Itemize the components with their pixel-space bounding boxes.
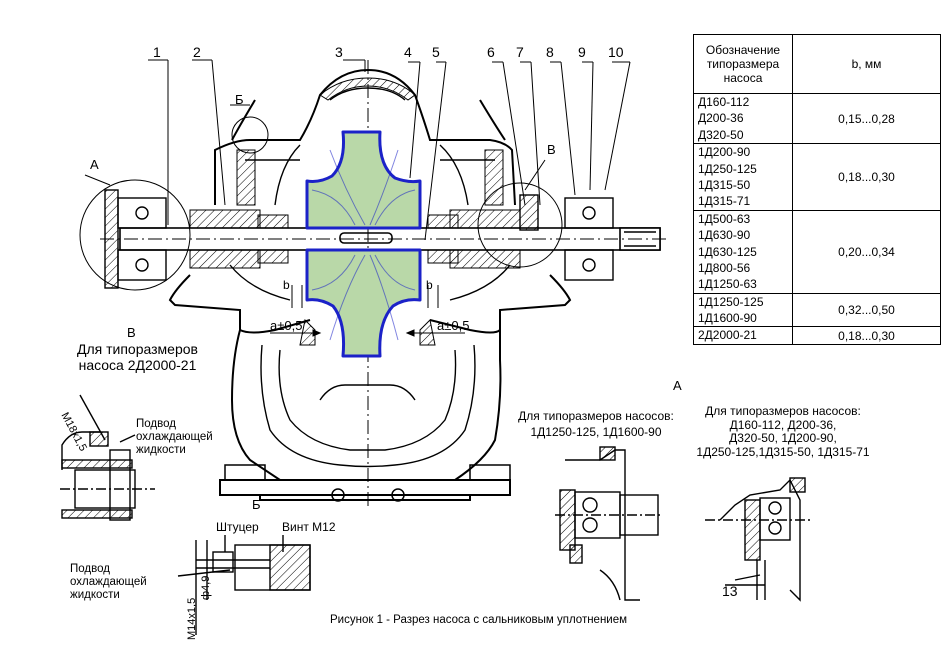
pump-size: 1Д315-71 (698, 194, 751, 209)
pump-size: 1Д1250-125 (698, 294, 764, 309)
table-cell-sizes: 2Д2000-21 (693, 326, 793, 345)
coolant-label-2: Подвод охлаждающей жидкости (70, 563, 147, 601)
callout-13: 13 (722, 583, 738, 599)
screw-label: Винт М12 (282, 520, 336, 534)
base-feet (224, 464, 511, 502)
view-b-title: Б (252, 497, 261, 512)
left-gland (189, 209, 289, 269)
view-a-title: А (673, 378, 682, 393)
pump-size: 1Д630-90 (698, 228, 751, 243)
casing-walls-hatched (236, 77, 504, 346)
callout-9: 9 (578, 44, 586, 60)
callout-8: 8 (546, 44, 554, 60)
clearance-table: Обозначение типоразмера насоса b, мм Д16… (693, 34, 941, 345)
pump-size: Д200-36 (698, 111, 744, 126)
pump-size: Д320-50 (698, 127, 744, 142)
dimension-lines (270, 285, 465, 337)
callout-2: 2 (193, 44, 201, 60)
mid-detail-caption: Для типоразмеров насосов: 1Д1250-125, 1Д… (518, 409, 674, 439)
view-letter-b: Б (235, 92, 244, 107)
table-cell-b: 0,15...0,28 (792, 92, 941, 145)
table-row: 2Д2000-21 0,18...0,30 (693, 326, 941, 345)
callout-10: 10 (608, 44, 624, 60)
pump-size: 1Д315-50 (698, 177, 751, 192)
table-cell-b: 0,32...0,50 (792, 292, 941, 328)
table-header-size: Обозначение типоразмера насоса (693, 34, 793, 94)
callout-3: 3 (335, 44, 343, 60)
callout-7: 7 (516, 44, 524, 60)
table-cell-b: 0,18...0,30 (792, 143, 941, 211)
pump-size: Д160-112 (698, 95, 750, 109)
detail-mid (555, 446, 660, 601)
view-v-caption: Для типоразмеров насоса 2Д2000-21 (77, 341, 198, 373)
pump-size: 1Д630-125 (698, 244, 757, 259)
impeller (305, 130, 422, 358)
detail-a (705, 477, 810, 602)
fitting-label: Штуцер (216, 520, 259, 534)
callout-4: 4 (404, 44, 412, 60)
pump-casing (168, 68, 572, 501)
table-cell-b: 0,20...0,34 (792, 209, 941, 294)
callout-6: 6 (487, 44, 495, 60)
pump-size: 1Д800-56 (698, 260, 751, 275)
dim-a-left: a±0,5 (270, 318, 303, 333)
table-row: 1Д1250-125 1Д1600-90 0,32...0,50 (693, 292, 941, 328)
view-letter-a: А (90, 157, 99, 172)
view-circles (79, 116, 563, 291)
table-cell-sizes: 1Д1250-125 1Д1600-90 (693, 292, 793, 328)
callout-leaders (84, 59, 631, 241)
figure-caption: Рисунок 1 - Разрез насоса с сальниковым … (330, 614, 628, 626)
coolant-label-1: Подвод охлаждающей жидкости (136, 418, 213, 456)
view-letter-v: В (547, 142, 556, 157)
detail-v (60, 394, 155, 521)
dim-b-right: b (426, 278, 433, 292)
pump-size: 1Д1250-63 (698, 277, 757, 292)
pump-size: 1Д1600-90 (698, 311, 757, 326)
pump-size: 1Д200-90 (698, 145, 751, 160)
table-header-b: b, мм (792, 34, 941, 94)
right-detail-caption: Для типоразмеров насосов: Д160-112, Д200… (696, 404, 870, 459)
callout-1: 1 (153, 44, 161, 60)
impeller-blades (311, 149, 416, 341)
pump-size: 2Д2000-21 (698, 328, 757, 343)
pump-size: 1Д250-125 (698, 161, 757, 176)
callout-5: 5 (432, 44, 440, 60)
table-cell-b: 0,18...0,30 (792, 326, 941, 345)
view-v-title: В (127, 325, 136, 340)
dim-a-right: a±0,5 (437, 318, 470, 333)
detail-b (177, 535, 311, 635)
dim-b-left: b (283, 278, 290, 292)
pump-size: 1Д500-63 (698, 211, 751, 226)
thread-m14: M14x1,5 (186, 597, 198, 640)
diameter-49: ф4,9 (200, 575, 212, 600)
left-bearing (104, 189, 167, 289)
